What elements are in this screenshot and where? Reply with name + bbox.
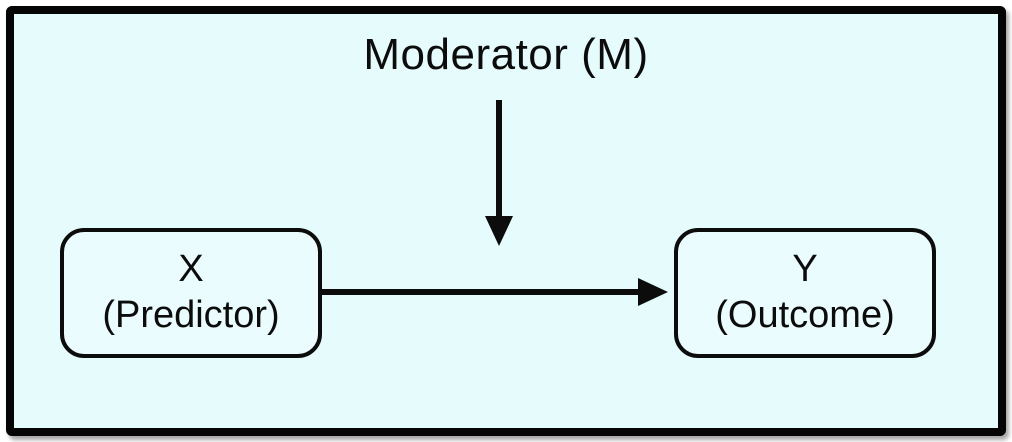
- outcome-node-symbol: Y: [792, 248, 818, 291]
- moderator-label: Moderator (M): [0, 30, 1012, 80]
- outcome-node-label: (Outcome): [715, 294, 895, 336]
- predictor-node: X (Predictor): [60, 228, 322, 358]
- moderator-label-text: Moderator (M): [363, 30, 649, 79]
- outcome-node: Y (Outcome): [674, 228, 936, 358]
- predictor-node-label: (Predictor): [102, 294, 280, 336]
- predictor-node-symbol: X: [178, 248, 204, 291]
